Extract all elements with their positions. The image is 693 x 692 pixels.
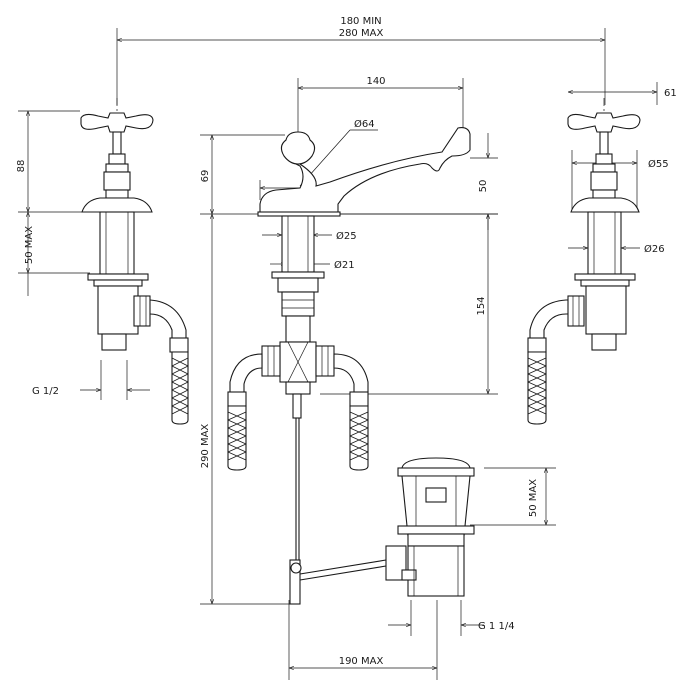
valve-shank-max-label: 50 MAX xyxy=(24,226,35,264)
right-cross-handle xyxy=(567,112,641,133)
pullrod-reach-label: 190 MAX xyxy=(339,656,384,667)
body-height-label: 69 xyxy=(200,170,211,183)
right-braided-hose xyxy=(527,351,547,425)
pullrod-clamp xyxy=(289,559,301,605)
valve-shank-diameter-label: Ø26 xyxy=(644,243,665,255)
left-shank xyxy=(99,211,135,275)
left-braided-hose xyxy=(171,351,189,425)
shank-diameter-upper-label: Ø25 xyxy=(336,230,357,242)
waste-height-max-label: 50 MAX xyxy=(528,479,539,517)
handle-offset-label: 61 xyxy=(664,88,677,99)
drop-max-label: 290 MAX xyxy=(200,424,211,469)
left-flange xyxy=(81,197,153,213)
top-span-max-label: 280 MAX xyxy=(339,28,384,39)
waste-assembly xyxy=(385,457,475,597)
dimension-labels: 180 MIN 280 MAX 140 61 Ø64 88 69 50 Ø55 … xyxy=(16,16,677,667)
left-cross-handle xyxy=(80,112,154,133)
handle-flange-diameter-label: Ø55 xyxy=(648,158,669,170)
waste-tail xyxy=(407,545,465,597)
spout-height-label: 50 xyxy=(478,180,489,193)
right-flange xyxy=(570,197,640,213)
waste-thread-label: G 1 1/4 xyxy=(478,621,515,632)
spout-assembly xyxy=(227,127,471,605)
right-shank xyxy=(587,211,622,275)
spout-lever xyxy=(280,131,316,165)
lever-diameter-label: Ø64 xyxy=(354,118,375,130)
spout-reach-label: 140 xyxy=(366,76,385,87)
valve-height-label: 88 xyxy=(16,160,27,173)
spout-shank xyxy=(281,215,315,273)
valve-connection-label: G 1/2 xyxy=(32,386,59,397)
right-valve xyxy=(527,98,641,425)
spout-arm xyxy=(259,127,471,215)
waste-plug xyxy=(401,457,471,469)
shank-diameter-lower-label: Ø21 xyxy=(334,259,355,271)
tail-length-label: 154 xyxy=(476,296,487,315)
left-valve xyxy=(80,98,189,425)
dimension-lines xyxy=(18,28,658,680)
top-span-min-label: 180 MIN xyxy=(340,16,381,27)
